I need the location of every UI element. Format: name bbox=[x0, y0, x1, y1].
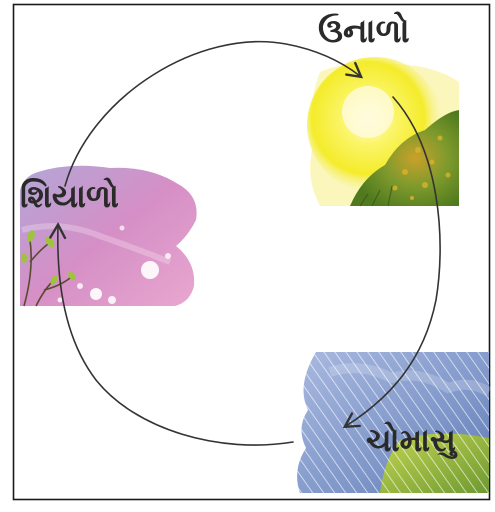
season-label-winter: શિયાળો bbox=[20, 180, 119, 212]
summer-painting bbox=[307, 57, 459, 206]
season-label-monsoon: ચોમાસુ bbox=[366, 424, 456, 456]
season-label-summer: ઉનાળો bbox=[318, 14, 410, 47]
